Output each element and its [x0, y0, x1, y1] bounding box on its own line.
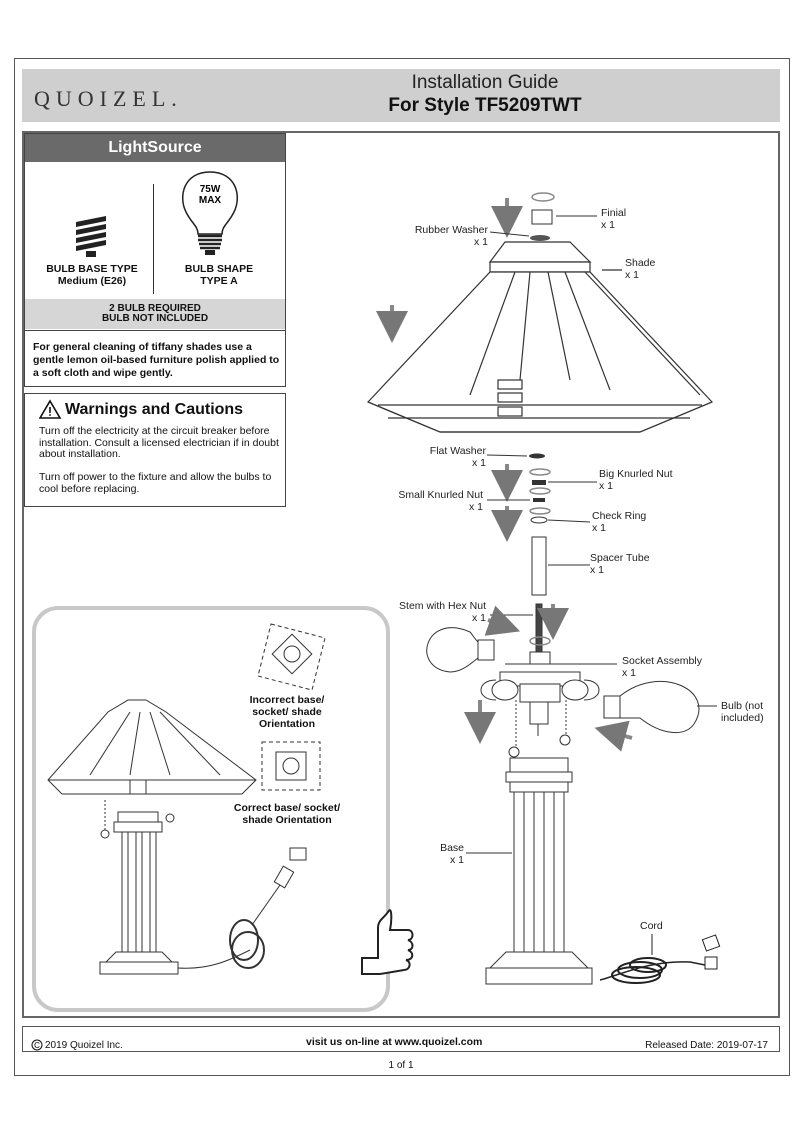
bulb-required-line1: 2 BULB REQUIRED: [109, 303, 201, 314]
shade-part: [366, 241, 714, 433]
bulb-required-note: 2 BULB REQUIRED BULB NOT INCLUDED: [25, 299, 285, 329]
page-number: 1 of 1: [388, 1060, 414, 1071]
cord-label: Cord: [640, 920, 663, 932]
thumbs-up-icon: [361, 909, 414, 975]
incorrect-orientation-icon: [257, 623, 326, 691]
bulb-shape-icon: [182, 171, 238, 255]
warning-text-2: Turn off power to the fixture and allow …: [39, 471, 272, 495]
correct-orientation-icon: [261, 741, 321, 791]
big-knurled-nut-name: Big Knurled Nut: [599, 468, 673, 480]
socket-assembly-part: [464, 603, 617, 758]
bulb-shape-label: BULB SHAPE: [184, 263, 254, 275]
rubber-washer-part: [489, 231, 550, 241]
flat-washer-qty: x 1: [471, 457, 486, 469]
flat-washer-name: Flat Washer: [429, 445, 486, 457]
base-part: [466, 757, 593, 985]
small-knurled-nut-qty: x 1: [468, 501, 483, 513]
base-name: Base: [440, 842, 464, 854]
warnings-box: Warnings and Cautions Turn off the elect…: [24, 393, 286, 507]
shade-name: Shade: [625, 257, 656, 269]
lightsource-heading: LightSource: [25, 134, 285, 162]
base-qty: x 1: [449, 854, 464, 866]
check-ring-name: Check Ring: [592, 510, 647, 522]
rubber-washer-label: Rubber Washer x 1: [380, 224, 488, 248]
page-title: Installation Guide: [411, 72, 559, 93]
warning-triangle-icon: [39, 399, 62, 419]
page-subtitle: For Style TF5209TWT: [388, 95, 582, 116]
website-link[interactable]: visit us on-line at www.quoizel.com: [306, 1036, 483, 1048]
check-ring-qty: x 1: [592, 522, 607, 534]
bulb-note: included): [721, 712, 764, 724]
spacer-tube-label: Spacer Tube x 1: [590, 552, 650, 576]
socket-assembly-name: Socket Assembly: [622, 655, 702, 667]
correct-orientation-label: Correct base/ socket/ shade Orientation: [233, 802, 341, 826]
big-knurled-nut-label: Big Knurled Nut x 1: [599, 468, 673, 492]
small-knurled-nut-label: Small Knurled Nut x 1: [370, 489, 483, 513]
lightsource-divider: [153, 184, 154, 294]
shade-qty: x 1: [625, 269, 640, 281]
copyright-icon: C: [31, 1039, 43, 1051]
footer-bar: [22, 1026, 780, 1052]
release-date: Released Date: 2019-07-17: [645, 1040, 768, 1051]
bulb-right: [594, 680, 717, 752]
svg-text:C: C: [34, 1041, 40, 1050]
bulb-shape-value: TYPE A: [200, 275, 238, 287]
bulb-name: Bulb (not: [721, 700, 764, 712]
lightsource-box: LightSource BULB BASE TYPE Medium (E26) …: [24, 133, 286, 387]
header-bar: [22, 69, 780, 122]
brand-logo: QUOIZEL.: [34, 86, 183, 111]
bulb-required-line2: BULB NOT INCLUDED: [101, 313, 209, 324]
spacer-tube-part: [531, 536, 590, 596]
warning-text-1: Turn off the electricity at the circuit …: [39, 425, 279, 460]
copyright-text: 2019 Quoizel Inc.: [45, 1040, 123, 1051]
big-knurled-nut-qty: x 1: [599, 480, 614, 492]
assembled-lamp: [47, 699, 307, 975]
warnings-title: Warnings and Cautions: [65, 401, 244, 418]
spacer-tube-qty: x 1: [590, 564, 605, 576]
check-ring-label: Check Ring x 1: [592, 510, 646, 534]
finial-part: [491, 192, 597, 238]
bulb-base-value: Medium (E26): [57, 275, 127, 287]
rubber-washer-name: Rubber Washer: [414, 224, 488, 236]
socket-assembly-label: Socket Assembly x 1: [622, 655, 702, 679]
rubber-washer-qty: x 1: [473, 236, 488, 248]
bulb-base-icon: [76, 216, 106, 257]
assembled-lamp-panel: [32, 606, 390, 1012]
finial-qty: x 1: [601, 219, 616, 231]
hardware-stack: [486, 453, 597, 542]
bulb-label: Bulb (not included): [721, 700, 764, 724]
bulb-left: [426, 627, 495, 673]
page-frame: [14, 58, 790, 1076]
cleaning-note: For general cleaning of tiffany shades u…: [25, 330, 285, 386]
stem-label: Stem with Hex Nut x 1: [380, 600, 486, 624]
wattage-max-text: MAX: [199, 195, 222, 206]
bulb-base-label: BULB BASE TYPE: [46, 263, 138, 275]
stem-qty: x 1: [471, 612, 486, 624]
incorrect-orientation-label: Incorrect base/ socket/ shade Orientatio…: [249, 694, 325, 730]
shade-label: Shade x 1: [625, 257, 655, 281]
content-panel: [22, 131, 780, 1018]
finial-name: Finial: [601, 207, 627, 219]
stem-name: Stem with Hex Nut: [399, 600, 486, 612]
socket-assembly-qty: x 1: [622, 667, 637, 679]
finial-label: Finial x 1: [601, 207, 626, 231]
cord-part: [599, 934, 721, 984]
wattage-text: 75W: [200, 184, 221, 195]
flat-washer-label: Flat Washer x 1: [380, 445, 486, 469]
spacer-tube-name: Spacer Tube: [590, 552, 650, 564]
small-knurled-nut-name: Small Knurled Nut: [398, 489, 483, 501]
base-label: Base x 1: [400, 842, 464, 866]
